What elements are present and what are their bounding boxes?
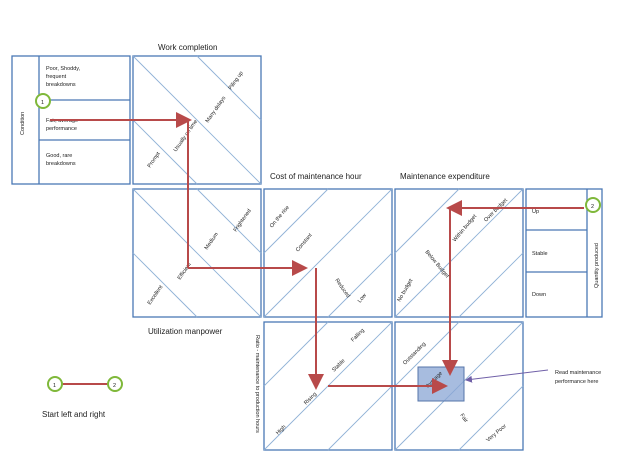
work-completion-on-time: Usually on time [173, 119, 199, 153]
ratio-stable: Stable [331, 358, 346, 373]
start-marker-2: 2 [585, 197, 601, 213]
performance-fair: Fair [458, 413, 468, 424]
utilization-panel: Frightened Medium Efficient Excellent Ut… [132, 188, 262, 336]
ratio-high: High [275, 424, 287, 436]
cost-reduced: Reduced [333, 278, 351, 299]
quantity-stable: Stable [532, 251, 548, 257]
ratio-axis-label: Ratio - maintenance to production hours [254, 335, 260, 433]
utilization-medium: Medium [204, 231, 220, 251]
condition-axis-label: Condition [20, 112, 26, 135]
ratio-rising: Rising [303, 391, 318, 406]
work-completion-piling-up: Piling up [228, 70, 245, 91]
start-marker-1: 1 [35, 93, 51, 109]
legend-left-label: 1 [53, 383, 56, 389]
work-completion-many-delays: Many delays [205, 95, 228, 124]
utilization-title: Utilization manpower [148, 327, 223, 336]
legend-marker-right [107, 376, 123, 392]
cost-per-hour-panel: Cost of maintenance hour On the rise Con… [263, 172, 393, 318]
start-marker-2-label: 2 [591, 204, 594, 210]
expenditure-within-budget: Within budget [452, 213, 479, 243]
performance-very-poor: Very Poor [485, 423, 507, 443]
quantity-down: Down [532, 292, 546, 298]
performance-outstanding: Outstanding [402, 341, 427, 366]
quantity-axis-label: Quantity produced [594, 243, 600, 288]
performance-highlight [417, 366, 465, 402]
flow-arrows [50, 112, 584, 394]
legend-caption: Start left and right [42, 410, 106, 419]
legend-right-label: 2 [113, 383, 116, 389]
expenditure-no-budget: No budget [397, 278, 415, 303]
expenditure-title: Maintenance expenditure [400, 172, 490, 181]
work-completion-title: Work completion [158, 43, 217, 52]
cost-on-the-rise: On the rise [269, 205, 291, 229]
work-completion-prompt: Prompt [147, 151, 162, 169]
cost-per-hour-title: Cost of maintenance hour [270, 172, 362, 181]
legend-marker-left [47, 376, 63, 392]
utilization-frightened: Frightened [233, 208, 253, 233]
start-marker-1-label: 1 [41, 100, 44, 106]
callout-pointer [465, 369, 549, 383]
expenditure-panel: Maintenance expenditure Over budget With… [394, 172, 524, 318]
utilization-efficient: Efficient [177, 261, 193, 281]
expenditure-over-budget: Over budget [483, 197, 509, 223]
cost-constant: Constant [295, 232, 314, 253]
quantity-up: Up [532, 209, 539, 215]
cost-low: Low [357, 293, 368, 305]
quantity-panel: Up Stable Down Quantity produced [525, 188, 603, 318]
work-completion-panel: Work completion Piling up Many delays Us… [132, 43, 262, 185]
utilization-excellent: Excellent [147, 284, 165, 306]
ratio-falling: Falling [350, 328, 366, 344]
legend: 1 2 Start left and right [42, 376, 123, 419]
